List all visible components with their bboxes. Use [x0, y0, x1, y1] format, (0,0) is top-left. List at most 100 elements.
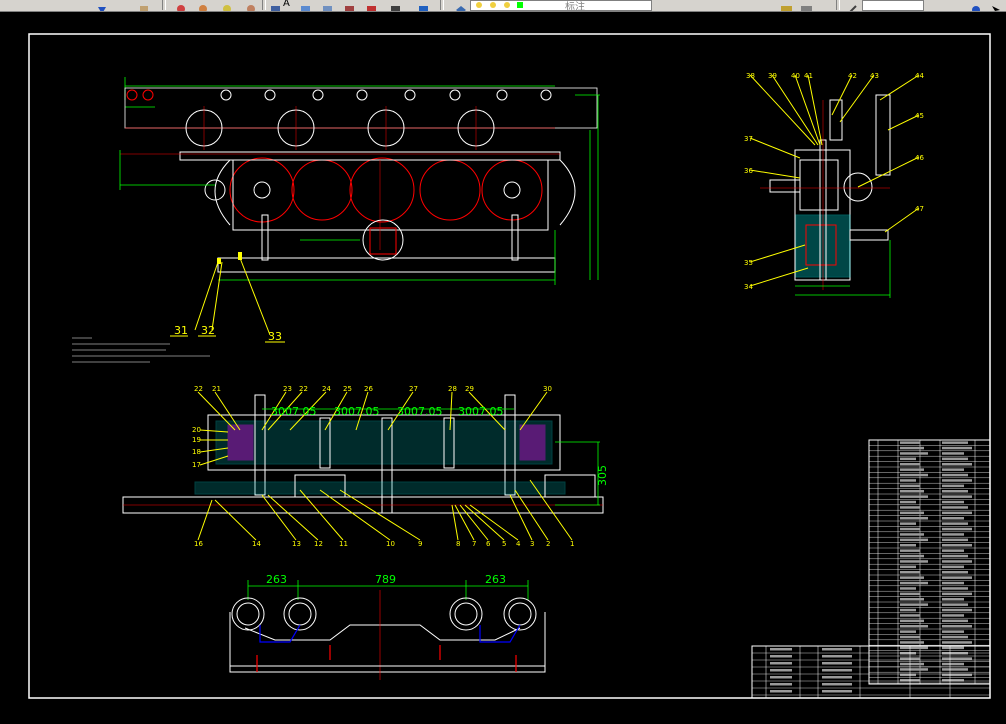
- balloon-25: 25: [343, 385, 352, 393]
- parts-list-cell-text: [942, 452, 964, 455]
- parts-list-cell-text: [900, 571, 920, 574]
- properties-icon[interactable]: [270, 0, 282, 11]
- toolbar-separator: [836, 0, 840, 10]
- side-view-balloons: 38 39 40 41 42 43 44 45 37 36 46 47 35 3…: [744, 72, 924, 291]
- parts-list-cell-text: [942, 500, 964, 504]
- toolbar-separator: [440, 0, 444, 10]
- zoom-realtime-icon[interactable]: [176, 0, 188, 11]
- balloon-17: 17: [192, 461, 201, 469]
- zoom-previous-icon[interactable]: [222, 0, 234, 11]
- dimension-style-combo[interactable]: [862, 0, 924, 11]
- technical-notes: [72, 337, 210, 363]
- parts-list-cell-text: [942, 506, 968, 509]
- parts-list-cell-text: [900, 527, 920, 531]
- section-view: [122, 391, 604, 541]
- parts-list-cell-text: [900, 554, 924, 558]
- dim-3007-05-c: 3007.05: [397, 405, 443, 418]
- title-block-frame: [751, 645, 991, 699]
- balloon-45: 45: [915, 112, 924, 120]
- parts-list-cell-text: [942, 441, 968, 444]
- balloon-31: 31: [174, 324, 188, 337]
- bottom-view: [229, 580, 546, 680]
- layer-states-icon[interactable]: [800, 0, 814, 11]
- layer-manager-icon[interactable]: [455, 0, 467, 11]
- pan-icon[interactable]: [246, 0, 258, 11]
- dimension-style-icon[interactable]: [846, 0, 860, 11]
- balloon-3: 3: [530, 540, 534, 548]
- parts-list-cell-text: [942, 473, 968, 477]
- parts-list-frame: [868, 439, 991, 685]
- parts-list-cell-text: [942, 484, 964, 488]
- parts-list-cell-text: [900, 641, 924, 644]
- title-block-cell-text: [770, 655, 792, 658]
- parts-list-cell-text: [900, 592, 920, 596]
- help-icon[interactable]: [418, 0, 430, 11]
- balloon-4: 4: [516, 540, 521, 548]
- design-center-icon[interactable]: [300, 0, 312, 11]
- parts-list-cell-text: [942, 479, 972, 482]
- parts-list-cell-text: [942, 679, 964, 682]
- parts-list-cell-text: [942, 662, 964, 666]
- parts-list-cell-text: [900, 608, 916, 612]
- cursor-icon[interactable]: [990, 0, 1002, 11]
- balloon-29: 29: [465, 385, 474, 393]
- parts-list-cell-text: [942, 614, 964, 617]
- sheet-set-icon[interactable]: [344, 0, 356, 11]
- parts-list-cell-text: [942, 446, 972, 450]
- parts-list-cell-text: [900, 668, 928, 671]
- balloon-36: 36: [744, 167, 753, 175]
- balloon-22b: 22: [299, 385, 308, 393]
- dim-3007-05-a: 3007.05: [271, 405, 317, 418]
- layer-combo[interactable]: 标注: [470, 0, 652, 11]
- balloon-33: 33: [268, 330, 282, 343]
- sheet-border: [28, 33, 991, 699]
- parts-list-cell-text: [942, 565, 964, 569]
- parts-list-cell-text: [942, 495, 972, 498]
- layer-combo-value: 标注: [565, 2, 585, 12]
- parts-list-cell-text: [900, 533, 924, 536]
- balloon-12: 12: [314, 540, 323, 548]
- zoom-window-icon[interactable]: [198, 0, 210, 11]
- parts-list-cell-text: [900, 587, 916, 590]
- parts-list-cell-text: [942, 511, 972, 515]
- tool-palette-icon[interactable]: [322, 0, 334, 11]
- parts-list-cell-text: [900, 544, 916, 547]
- eraser-icon[interactable]: [138, 0, 150, 11]
- parts-list-cell-text: [900, 619, 924, 623]
- layer-previous-icon[interactable]: [780, 0, 794, 11]
- parts-list-cell-text: [900, 662, 924, 666]
- balloon-37: 37: [744, 135, 753, 143]
- parts-list-cell-text: [900, 500, 916, 504]
- balloon-32: 32: [201, 324, 215, 337]
- dim-263-left: 263: [266, 573, 287, 586]
- title-block-cell-text: [822, 662, 852, 665]
- title-block-cell-text: [770, 662, 792, 665]
- text-style-icon[interactable]: A: [283, 0, 290, 9]
- parts-list-cell-text: [900, 581, 928, 585]
- parts-list-cell-text: [900, 490, 924, 493]
- parts-list-cell-text: [900, 441, 920, 444]
- parts-list-cell-text: [942, 517, 964, 520]
- title-block-cell-text: [822, 690, 852, 693]
- parts-list-cell-text: [900, 635, 920, 639]
- parts-list-cell-text: [942, 668, 968, 671]
- drawing-canvas[interactable]: 31 32 33: [0, 12, 1006, 720]
- parts-list-cell-text: [900, 538, 928, 542]
- parts-list-cell-text: [942, 463, 972, 466]
- parts-list-cell-text: [900, 630, 916, 633]
- parts-list-cell-text: [942, 608, 972, 612]
- balloon-43: 43: [870, 72, 879, 80]
- balloon-16: 16: [194, 540, 203, 548]
- close-icon[interactable]: [970, 0, 982, 11]
- parts-list-cell-text: [900, 522, 916, 525]
- markup-icon[interactable]: [366, 0, 378, 11]
- balloon-6: 6: [486, 540, 491, 548]
- layer-icon[interactable]: [96, 0, 108, 11]
- parts-list-cell-text: [900, 598, 924, 601]
- calculator-icon[interactable]: [390, 0, 402, 11]
- parts-list-cell-text: [900, 495, 928, 498]
- balloon-2: 2: [546, 540, 550, 548]
- parts-list-cell-text: [942, 619, 968, 623]
- parts-list-cell-text: [942, 527, 972, 531]
- title-block-cell-text: [822, 676, 852, 679]
